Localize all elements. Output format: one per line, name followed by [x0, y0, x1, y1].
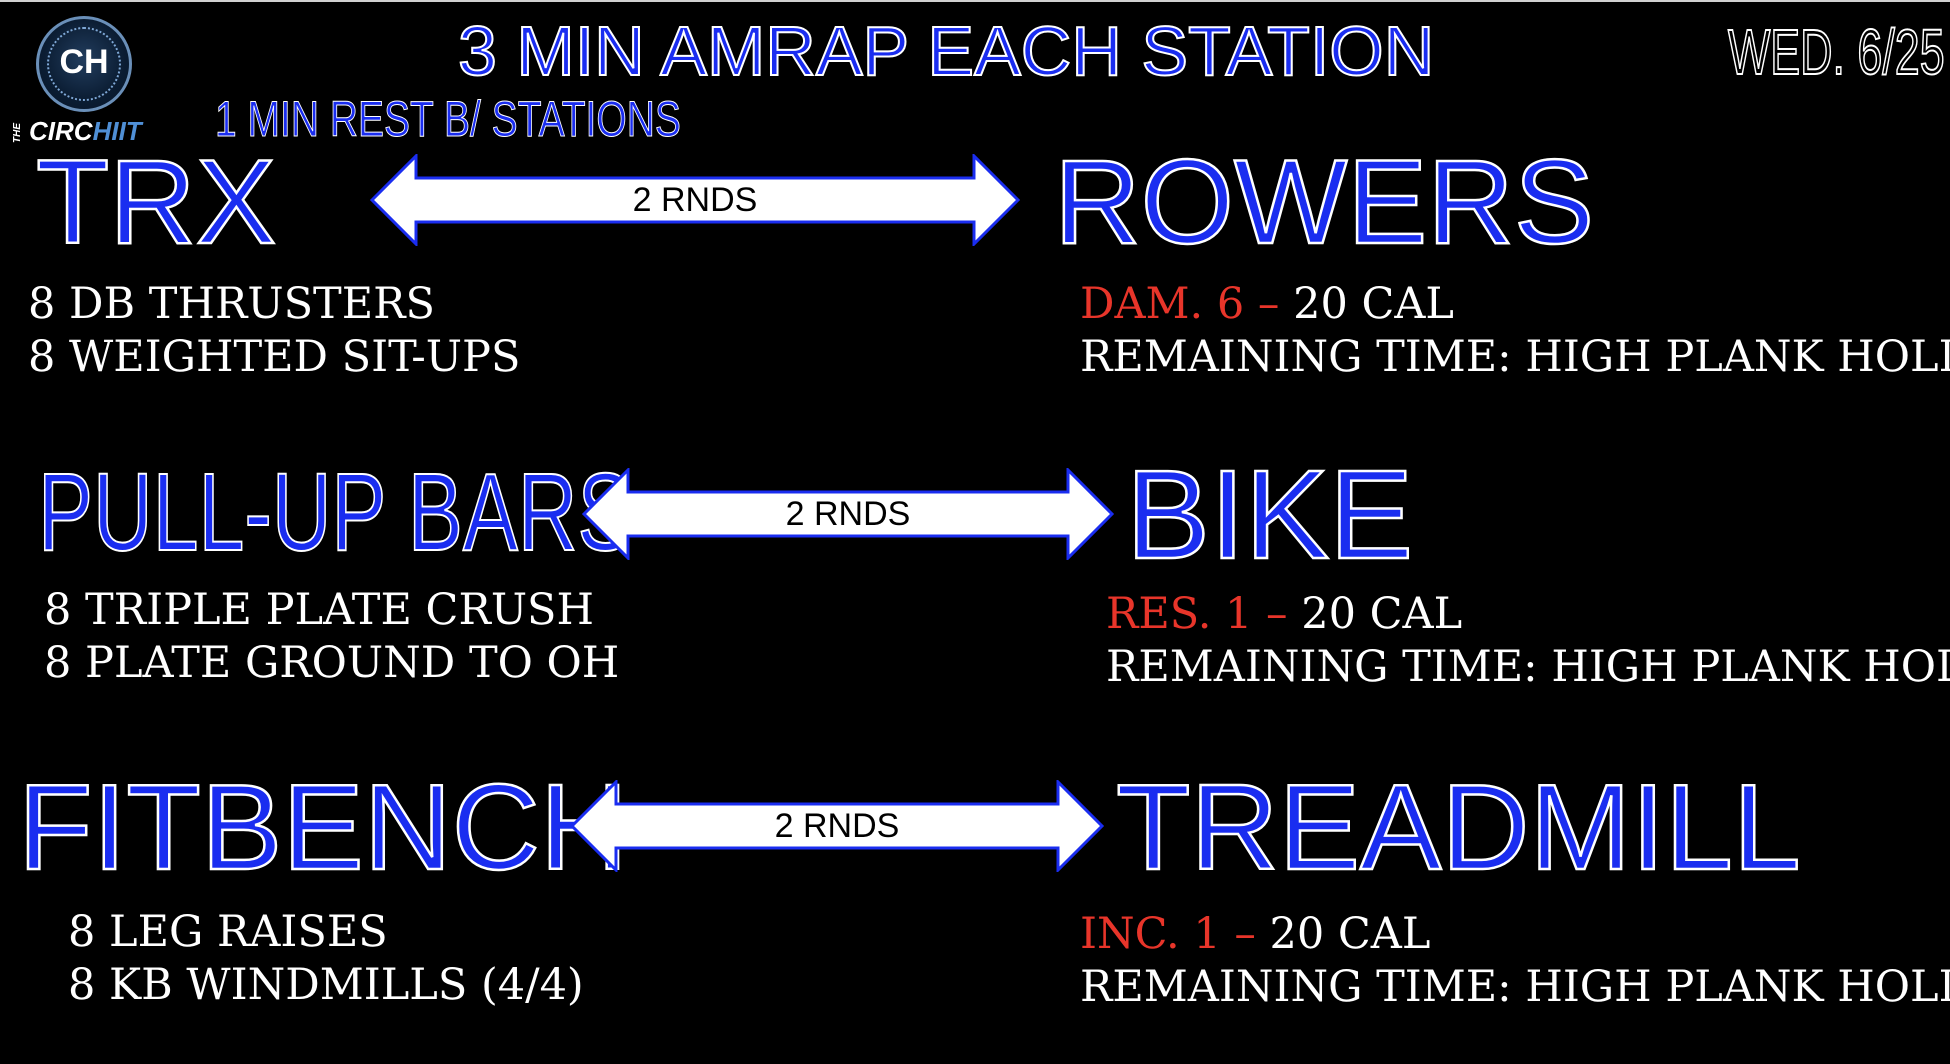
- station-name-trx: TRX: [35, 135, 278, 269]
- exercise-item: 8 PLATE GROUND TO OH: [44, 638, 620, 688]
- machine-setting: DAM. 6 –: [1080, 279, 1280, 329]
- logo-word-main: CIRC: [29, 116, 93, 146]
- station-name-pull-up-bars: PULL-UP BARS: [37, 451, 633, 574]
- remaining-time-instruction: REMAINING TIME: HIGH PLANK HOLD: [1106, 642, 1950, 692]
- connector-label-row-1: 2 RNDS: [632, 181, 758, 219]
- connector-arrow-row-3: 2 RNDS: [570, 780, 1104, 872]
- connector-arrow-row-1: 2 RNDS: [370, 154, 1020, 246]
- double-arrow-icon: [570, 780, 1104, 872]
- station-name-bike: BIKE: [1125, 444, 1415, 585]
- circhiit-logo: CH THE CIRCHIIT: [8, 16, 158, 148]
- exercise-list-trx: 8 DB THRUSTERS 8 WEIGHTED SIT-UPS: [28, 278, 520, 384]
- exercise-item: 8 TRIPLE PLATE CRUSH: [44, 585, 595, 635]
- exercise-item: 8 DB THRUSTERS: [28, 279, 435, 329]
- machine-setting: INC. 1 –: [1080, 909, 1256, 959]
- station-details-treadmill: INC. 1 – 20 CAL REMAINING TIME: HIGH PLA…: [1080, 908, 1950, 1014]
- exercise-item: 8 WEIGHTED SIT-UPS: [28, 332, 521, 382]
- station-name-fitbench: FITBENCH: [17, 759, 630, 895]
- station-name-rowers: ROWERS: [1053, 135, 1596, 269]
- station-details-bike: RES. 1 – 20 CAL REMAINING TIME: HIGH PLA…: [1106, 588, 1950, 694]
- station-name-treadmill: TREADMILL: [1115, 759, 1802, 895]
- station-details-rowers: DAM. 6 – 20 CAL REMAINING TIME: HIGH PLA…: [1080, 278, 1950, 384]
- exercise-list-pull-up-bars: 8 TRIPLE PLATE CRUSH 8 PLATE GROUND TO O…: [44, 584, 619, 690]
- machine-setting: RES. 1 –: [1106, 589, 1288, 639]
- setting-line: DAM. 6 – 20 CAL: [1080, 278, 1950, 331]
- calorie-target: 20 CAL: [1269, 909, 1431, 959]
- connector-arrow-row-2: 2 RNDS: [582, 468, 1114, 560]
- exercise-item: 8 LEG RAISES: [68, 907, 388, 957]
- exercise-item: 8 KB WINDMILLS (4/4): [68, 960, 584, 1010]
- remaining-time-instruction: REMAINING TIME: HIGH PLANK HOLD: [1080, 332, 1950, 382]
- double-arrow-icon: [370, 154, 1020, 246]
- board-title: 3 MIN AMRAP EACH STATION: [457, 12, 1435, 90]
- remaining-time-instruction: REMAINING TIME: HIGH PLANK HOLD: [1080, 962, 1950, 1012]
- exercise-list-fitbench: 8 LEG RAISES 8 KB WINDMILLS (4/4): [68, 906, 584, 1012]
- setting-line: RES. 1 – 20 CAL: [1106, 588, 1950, 641]
- setting-line: INC. 1 – 20 CAL: [1080, 908, 1950, 961]
- logo-word-accent: HIIT: [92, 116, 142, 146]
- logo-ring: [47, 27, 121, 101]
- logo-badge-icon: CH: [36, 16, 132, 112]
- logo-monogram: CH: [59, 43, 109, 81]
- logo-prefix: THE: [12, 123, 23, 144]
- board-date: WED. 6/25: [1727, 16, 1945, 88]
- calorie-target: 20 CAL: [1293, 279, 1454, 329]
- connector-label-row-3: 2 RNDS: [774, 807, 900, 845]
- logo-wordmark: THE CIRCHIIT: [8, 118, 142, 144]
- calorie-target: 20 CAL: [1301, 589, 1463, 639]
- double-arrow-icon: [582, 468, 1114, 560]
- connector-label-row-2: 2 RNDS: [785, 495, 911, 533]
- board-subtitle: 1 MIN REST B/ STATIONS: [215, 91, 682, 147]
